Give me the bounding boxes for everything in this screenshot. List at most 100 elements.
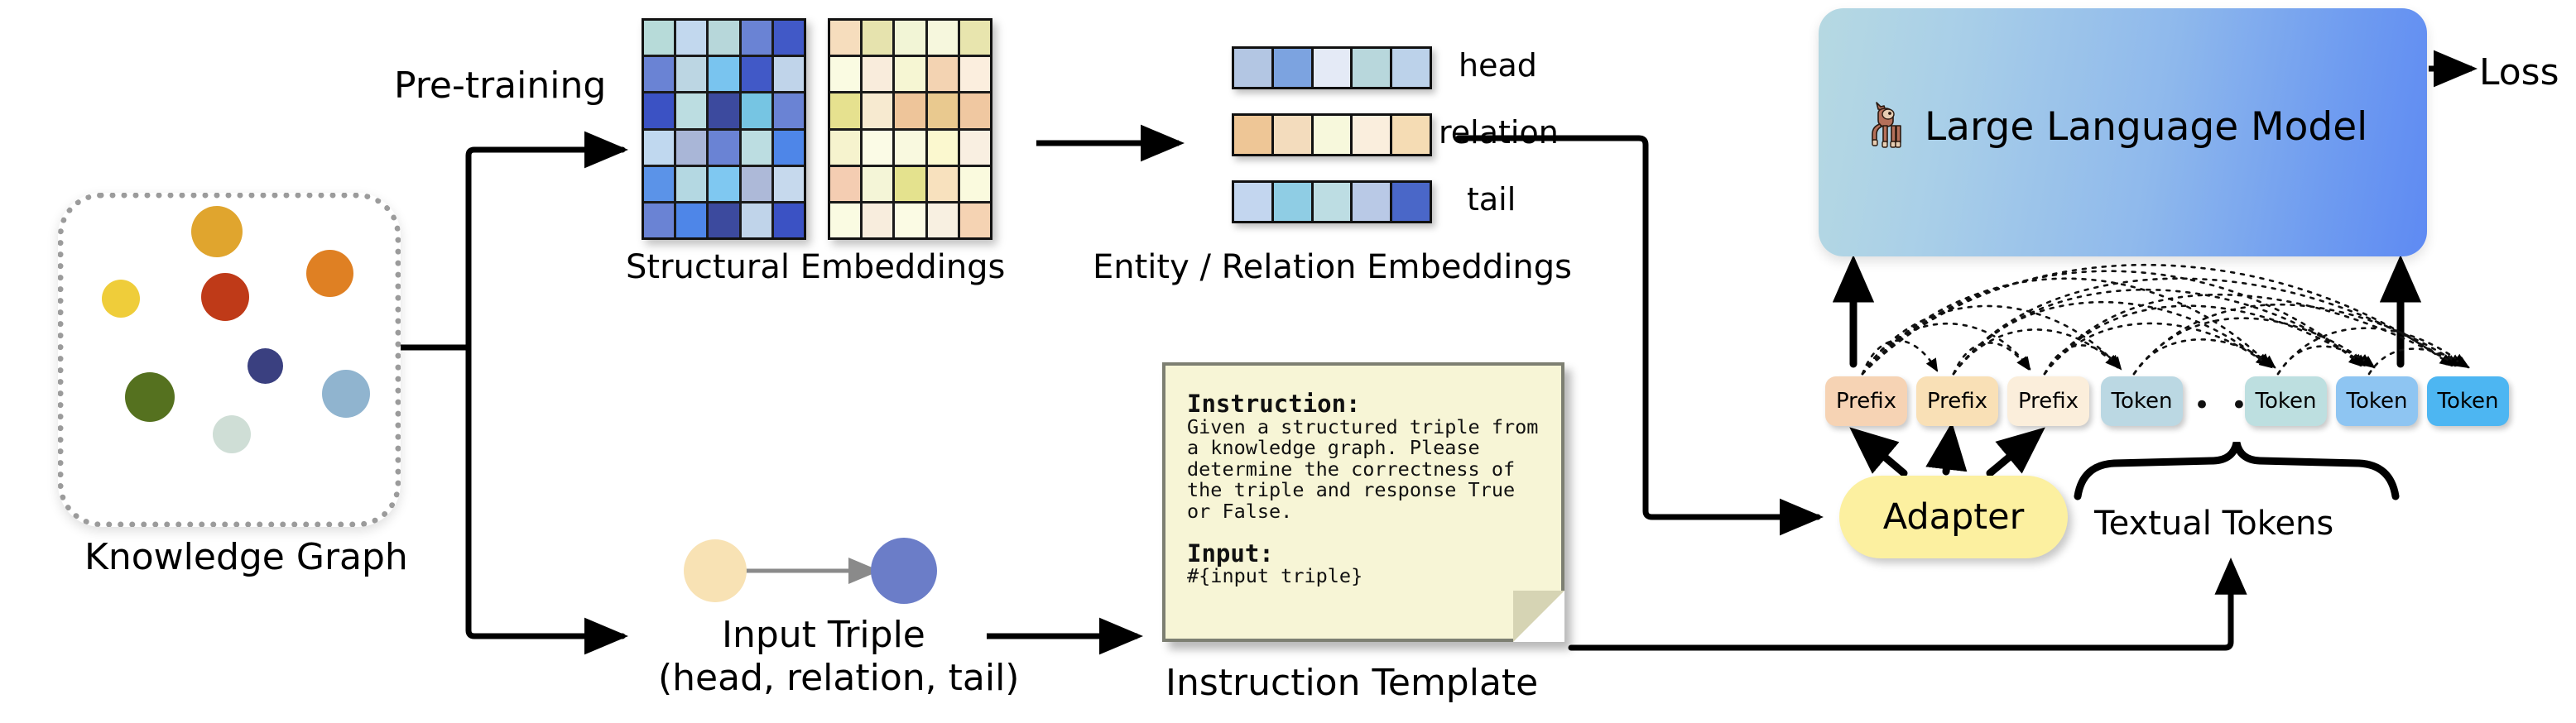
embedding-cell <box>1234 49 1271 87</box>
matrix-cell <box>927 166 958 201</box>
head-strip-label: head <box>1459 47 1537 84</box>
token-4[interactable]: Token <box>2427 376 2509 426</box>
prefix-1[interactable]: Prefix <box>1825 376 1907 426</box>
entity-relation-embeddings-label: Entity / Relation Embeddings <box>1093 248 1572 286</box>
matrix-cell <box>773 166 804 201</box>
note-to-tokens-wire <box>1568 558 2247 651</box>
embedding-cell <box>1273 116 1311 154</box>
matrix-cell <box>927 57 958 92</box>
node-yellow <box>102 280 140 318</box>
matrix-cell <box>773 57 804 92</box>
matrix-cell <box>709 21 739 55</box>
matrix-cell <box>895 203 925 237</box>
llm-label: Large Language Model <box>1925 103 2368 150</box>
matrix-cell <box>676 93 707 128</box>
embedding-cell <box>1392 49 1430 87</box>
matrix-cell <box>927 203 958 237</box>
node-navy <box>248 348 283 384</box>
embedding-cell <box>1234 183 1271 221</box>
pre-training-label: Pre-training <box>394 65 607 107</box>
embedding-cell <box>1273 49 1311 87</box>
matrix-cell <box>895 166 925 201</box>
embedding-cell <box>1392 116 1430 154</box>
prefix-2[interactable]: Prefix <box>1916 376 1998 426</box>
embedding-cell <box>1234 116 1271 154</box>
node-brick-red <box>201 273 249 321</box>
matrix-cell <box>895 57 925 92</box>
embedding-cell <box>1313 116 1351 154</box>
matrix-cell <box>644 57 675 92</box>
matrix-cell <box>863 203 893 237</box>
instruction-heading: Instruction: <box>1187 390 1361 418</box>
embedding-cell <box>1353 116 1391 154</box>
matrix-cell <box>959 57 990 92</box>
matrix-cell <box>773 203 804 237</box>
matrix-cell <box>741 130 771 165</box>
matrix-cell <box>676 21 707 55</box>
matrix-cell <box>709 166 739 201</box>
matrix-cell <box>959 203 990 237</box>
matrix-cell <box>895 93 925 128</box>
tail-strip-label: tail <box>1467 181 1516 218</box>
matrix-cell <box>644 166 675 201</box>
knowledge-graph-label: Knowledge Graph <box>84 536 408 578</box>
note-fold-corner <box>1513 591 1564 642</box>
matrix-cell <box>830 93 861 128</box>
token-2[interactable]: Token <box>2245 376 2327 426</box>
matrix-cell <box>644 93 675 128</box>
tokens-to-llm-arrows <box>1832 255 2422 368</box>
matrix-cell <box>959 21 990 55</box>
matrix-cell <box>644 130 675 165</box>
attention-arcs <box>1861 263 2470 376</box>
matrix-cell <box>741 203 771 237</box>
token-3[interactable]: Token <box>2336 376 2418 426</box>
input-placeholder-value: #{input triple} <box>1187 564 1363 587</box>
matrix-cell <box>830 57 861 92</box>
matrix-cell <box>830 21 861 55</box>
matrix-cell <box>741 21 771 55</box>
matrix-cell <box>741 57 771 92</box>
matrix-cell <box>773 130 804 165</box>
instruction-template-label: Instruction Template <box>1165 662 1539 704</box>
matrix-cell <box>676 57 707 92</box>
matrix-cell <box>709 57 739 92</box>
instruction-body: Given a structured triple from a knowled… <box>1187 414 1539 523</box>
matrix-cell <box>709 203 739 237</box>
input-triple-label-line1: Input Triple <box>722 614 925 656</box>
tail-embedding-strip <box>1232 180 1432 223</box>
node-pale-mint <box>213 415 251 453</box>
input-triple-label-line2: (head, relation, tail) <box>658 657 1020 699</box>
matrix-cell <box>959 166 990 201</box>
matrix-cell <box>709 130 739 165</box>
matrix-cell <box>895 21 925 55</box>
matrix-cell <box>644 21 675 55</box>
structural-embedding-matrix-blue <box>642 18 806 240</box>
matrix-cell <box>863 21 893 55</box>
matrix-cell <box>863 93 893 128</box>
adapter-node[interactable]: Adapter <box>1839 476 2068 558</box>
textual-tokens-brace <box>2074 441 2400 500</box>
matrix-cell <box>863 166 893 201</box>
token-1[interactable]: Token <box>2101 376 2183 426</box>
large-language-model-panel <box>1819 8 2427 256</box>
matrix-cell <box>741 93 771 128</box>
embedding-cell <box>1353 183 1391 221</box>
matrix-cell <box>895 130 925 165</box>
matrix-cell <box>927 130 958 165</box>
node-steel-blue <box>322 370 370 418</box>
matrix-cell <box>644 203 675 237</box>
matrix-cell <box>773 21 804 55</box>
instruction-note-text: Instruction: Given a structured triple f… <box>1187 392 1546 587</box>
matrix-cell <box>676 203 707 237</box>
input-triple-tail-node <box>871 538 937 604</box>
llama-icon <box>1872 102 1901 148</box>
matrix-cell <box>959 130 990 165</box>
matrix-cell <box>676 130 707 165</box>
prefix-3[interactable]: Prefix <box>2007 376 2089 426</box>
node-olive <box>125 372 175 422</box>
relation-strip-label: relation <box>1439 114 1559 151</box>
matrix-cell <box>773 93 804 128</box>
input-triple-head-node <box>684 539 747 602</box>
matrix-cell <box>927 21 958 55</box>
embedding-cell <box>1273 183 1311 221</box>
